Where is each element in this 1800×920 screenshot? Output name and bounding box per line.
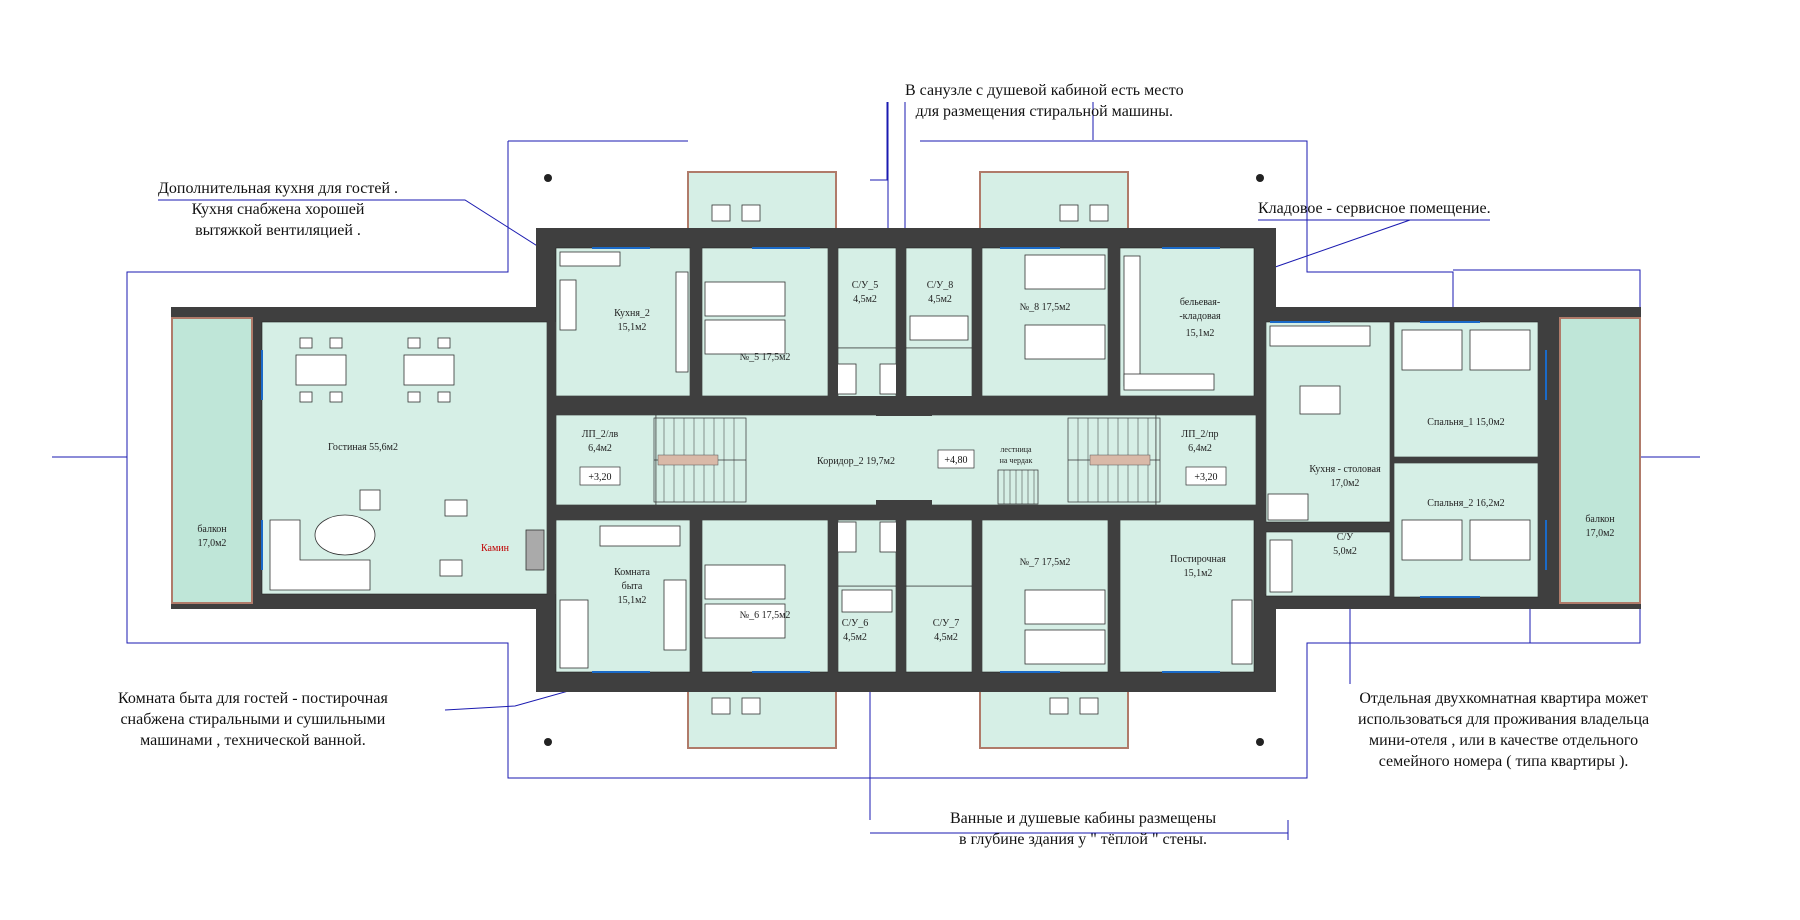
stair-attic-1: лестница [1000, 445, 1032, 454]
kitchen2-name: Кухня_2 [614, 308, 650, 319]
room6-label: №_6 17,5м2 [740, 610, 791, 621]
inner-walls [547, 248, 1546, 672]
callout-line: снабжена стиральными и сушильными [120, 711, 386, 728]
lp2-left-area: 6,4м2 [588, 443, 612, 454]
level-right: +3,20 [1194, 472, 1217, 483]
room8-label: №_8 17,5м2 [1020, 302, 1071, 313]
callout-line: Отдельная двухкомнатная квартира может [1359, 690, 1648, 707]
callout-line: Комната быта для гостей - постирочная [118, 690, 388, 707]
su7-area: 4,5м2 [934, 632, 958, 643]
su6-area: 4,5м2 [843, 632, 867, 643]
callout-line: Дополнительная кухня для гостей . [158, 180, 399, 197]
linen-name1: бельевая- [1180, 297, 1220, 308]
su8-name: С/У_8 [927, 280, 954, 291]
callout-line: мини-отеля , или в качестве отдельного [1369, 732, 1639, 749]
callout-line: в глубине здания у " тёплой " стены. [959, 831, 1208, 848]
level-center: +4,80 [944, 455, 967, 466]
lp2-left-name: ЛП_2/лв [582, 429, 619, 440]
callout-line: машинами , технической ванной. [140, 732, 366, 749]
su6-name: С/У_6 [842, 618, 869, 629]
column-markers [544, 174, 1264, 746]
callout-bathrooms: Ванные и душевые кабины размещены в глуб… [950, 808, 1216, 850]
su-apt-area: 5,0м2 [1333, 546, 1357, 557]
kitchen2-area: 15,1м2 [618, 322, 647, 333]
callout-line: вытяжкой вентиляцией . [195, 222, 361, 239]
balcony-left-area: 17,0м2 [198, 538, 227, 549]
room5-label: №_5 17,5м2 [740, 352, 791, 363]
laundry-name1: Комната [614, 567, 650, 578]
kitchen-dining-area: 17,0м2 [1331, 478, 1360, 489]
callout-laundry-top: В санузле с душевой кабиной есть место д… [905, 80, 1184, 122]
balcony-left-name: балкон [197, 524, 227, 535]
callout-line: использоваться для проживания владельца [1358, 711, 1650, 728]
su8-area: 4,5м2 [928, 294, 952, 305]
lp2-right-area: 6,4м2 [1188, 443, 1212, 454]
laundry-name2: быта [622, 581, 643, 592]
callout-laundry-room: Комната быта для гостей - постирочная сн… [118, 688, 388, 751]
balcony-right-area: 17,0м2 [1586, 528, 1615, 539]
furniture [269, 204, 1531, 715]
fireplace-label: Камин [481, 543, 510, 554]
callout-apartment: Отдельная двухкомнатная квартира может и… [1358, 688, 1649, 772]
lp2-right-name: ЛП_2/пр [1181, 429, 1218, 440]
su7-name: С/У_7 [933, 618, 960, 629]
stair-attic-2: на чердак [1000, 456, 1033, 465]
outer-frame [687, 171, 1129, 749]
callout-line: для размещения стиральной машины. [915, 103, 1173, 120]
su5-name: С/У_5 [852, 280, 879, 291]
room7-label: №_7 17,5м2 [1020, 557, 1071, 568]
su-apt-name: С/У [1337, 532, 1354, 543]
callout-line: семейного номера ( типа квартиры ). [1378, 753, 1629, 770]
balcony-right-name: балкон [1585, 514, 1615, 525]
callout-line: В санузле с душевой кабиной есть место [905, 82, 1184, 99]
callout-line: Кухня снабжена хорошей [191, 201, 365, 218]
corridor-label: Коридор_2 19,7м2 [817, 456, 895, 467]
callout-line: Кладовое - сервисное помещение. [1258, 200, 1491, 217]
linen-area: 15,1м2 [1186, 328, 1215, 339]
level-left: +3,20 [588, 472, 611, 483]
linen-name2: -кладовая [1179, 311, 1221, 322]
room-labels: Кухня_2 15,1м2 Гостиная 55,6м2 Камин бал… [197, 280, 1615, 643]
kitchen-dining-name: Кухня - столовая [1309, 464, 1381, 475]
su5-area: 4,5м2 [853, 294, 877, 305]
living-label: Гостиная 55,6м2 [328, 442, 398, 453]
callout-guest-kitchen: Дополнительная кухня для гостей . Кухня … [158, 178, 398, 241]
ironing-area: 15,1м2 [1184, 568, 1213, 579]
bedroom1-label: Спальня_1 15,0м2 [1427, 417, 1504, 428]
ironing-name: Постирочная [1170, 554, 1226, 565]
bedroom2-label: Спальня_2 16,2м2 [1427, 498, 1504, 509]
laundry-area: 15,1м2 [618, 595, 647, 606]
windows [261, 247, 1547, 673]
callout-storage: Кладовое - сервисное помещение. [1258, 198, 1491, 219]
callout-line: Ванные и душевые кабины размещены [950, 810, 1217, 827]
